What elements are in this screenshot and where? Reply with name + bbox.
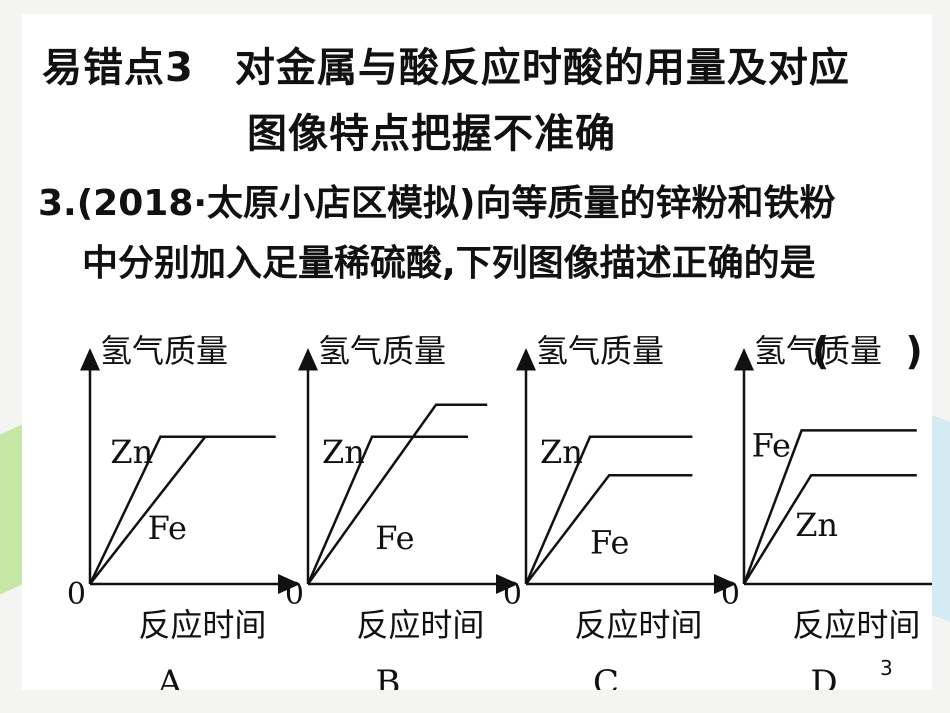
chart-d-origin-label: 0	[721, 577, 740, 612]
chart-a-label-fe: Fe	[148, 509, 187, 547]
chart-d-xlabel: 反应时间	[792, 606, 920, 644]
chart-b-series-fe	[306, 403, 488, 585]
chart-c-series-zn	[524, 435, 693, 585]
question-line-2: 中分别加入足量稀硫酸,下列图像描述正确的是	[82, 243, 816, 284]
chart-d-label-fe: Fe	[752, 426, 791, 464]
chart-b-xlabel: 反应时间	[356, 606, 484, 644]
chart-b-origin-label: 0	[285, 577, 304, 612]
chart-c-option-letter: C	[593, 663, 619, 690]
chart-c-label-fe: Fe	[590, 524, 629, 562]
answer-parentheses: ( )	[812, 329, 923, 373]
title-line-1: 易错点3 对金属与酸反应时酸的用量及对应	[42, 45, 850, 91]
chart-c-origin-label: 0	[503, 577, 522, 612]
chart-d-ylabel: 氢气质量	[754, 332, 882, 370]
page-number: 3	[880, 656, 893, 680]
chart-b-ylabel: 氢气质量	[318, 332, 446, 370]
chart-c-label-zn: Zn	[540, 433, 583, 471]
chart-b-option-letter: B	[376, 663, 401, 690]
chart-d-label-zn: Zn	[795, 506, 838, 544]
chart-c-ylabel: 氢气质量	[536, 332, 664, 370]
chart-a-xlabel: 反应时间	[138, 606, 266, 644]
chart-b-label-zn: Zn	[322, 433, 365, 471]
chart-b-series-zn	[306, 435, 468, 585]
chart-c-series-fe	[525, 473, 693, 585]
chart-a-label-zn: Zn	[110, 433, 153, 471]
slide: 易错点3 对金属与酸反应时酸的用量及对应 图像特点把握不准确 3.(2018·太…	[22, 14, 932, 690]
chart-c-xlabel: 反应时间	[574, 606, 702, 644]
chart-a-ylabel: 氢气质量	[100, 332, 228, 370]
chart-d-series-fe	[742, 429, 917, 585]
chart-a-series-fe	[89, 435, 276, 585]
chart-a-origin-label: 0	[67, 577, 86, 612]
title-line-2: 图像特点把握不准确	[247, 111, 616, 157]
question-line-1: 3.(2018·太原小店区模拟)向等质量的锌粉和铁粉	[38, 183, 836, 224]
charts-area: 氢气质量反应时间0ZnFeA氢气质量反应时间0ZnFeB氢气质量反应时间0ZnF…	[67, 332, 932, 690]
chart-a-option-letter: A	[157, 663, 183, 690]
chart-d-series-zn	[742, 473, 917, 585]
chart-d-option-letter: D	[810, 663, 837, 690]
chart-b-label-fe: Fe	[375, 519, 414, 557]
